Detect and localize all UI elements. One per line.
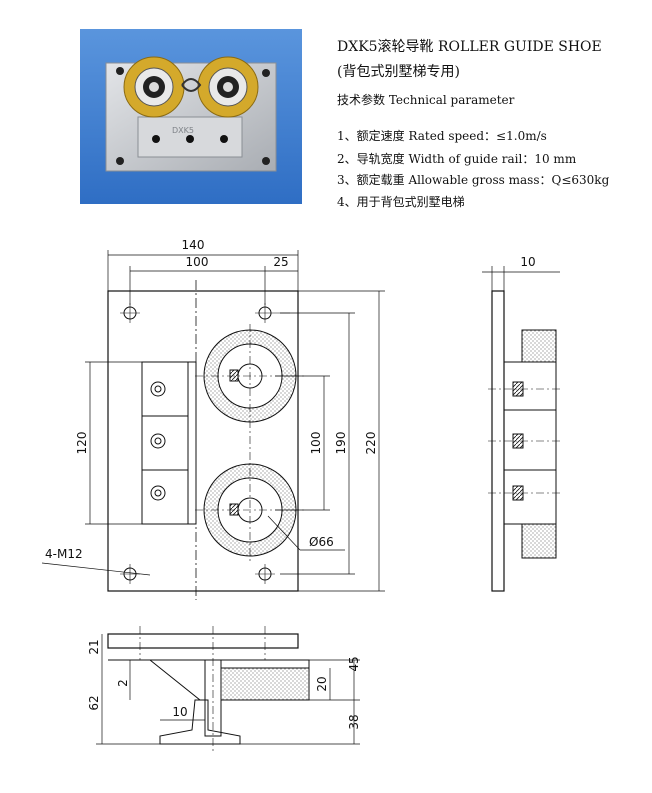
dim-bottom-plate: 21: [87, 639, 101, 654]
dim-bottom-roller-width: 20: [315, 676, 329, 691]
front-view: [107, 280, 305, 600]
spec-item: 2、导轨宽度 Width of guide rail：10 mm: [337, 152, 577, 166]
spec-item: 1、额定速度 Rated speed：≤1.0m/s: [337, 129, 547, 143]
spec-item: 4、用于背包式别墅电梯: [337, 195, 465, 209]
dim-left-height: 120: [75, 432, 89, 455]
dim-bottom-roller-height: 45: [347, 656, 361, 671]
dim-bottom-rail: 10: [172, 705, 187, 719]
bottom-view: [96, 626, 360, 752]
dim-bottom-base: 38: [347, 714, 361, 729]
side-view: [482, 266, 560, 592]
dim-offset: 25: [273, 255, 288, 269]
product-photo: DXK5: [80, 29, 302, 204]
hole-callout: 4-M12: [45, 547, 83, 561]
photo-marking: DXK5: [172, 126, 194, 135]
dim-roller-pitch: 100: [309, 432, 323, 455]
title-line-2: (背包式别墅梯专用): [337, 64, 460, 80]
spec-item: 3、额定载重 Allowable gross mass：Q≤630kg: [337, 173, 610, 187]
right-roller: [197, 56, 259, 118]
left-roller: [123, 56, 185, 118]
dim-total-height: 220: [364, 432, 378, 455]
dim-side-thickness: 10: [520, 255, 535, 269]
dim-total-width: 140: [182, 238, 205, 252]
dim-bottom-height: 62: [87, 695, 101, 710]
dim-roller-diameter: Ø66: [309, 535, 334, 549]
dim-hole-vertical: 190: [334, 432, 348, 455]
dim-bottom-gap: 2: [116, 679, 130, 687]
params-title: 技术参数 Technical parameter: [337, 93, 515, 107]
title-line-1: DXK5滚轮导靴 ROLLER GUIDE SHOE: [337, 39, 602, 55]
dim-hole-pitch: 100: [186, 255, 209, 269]
